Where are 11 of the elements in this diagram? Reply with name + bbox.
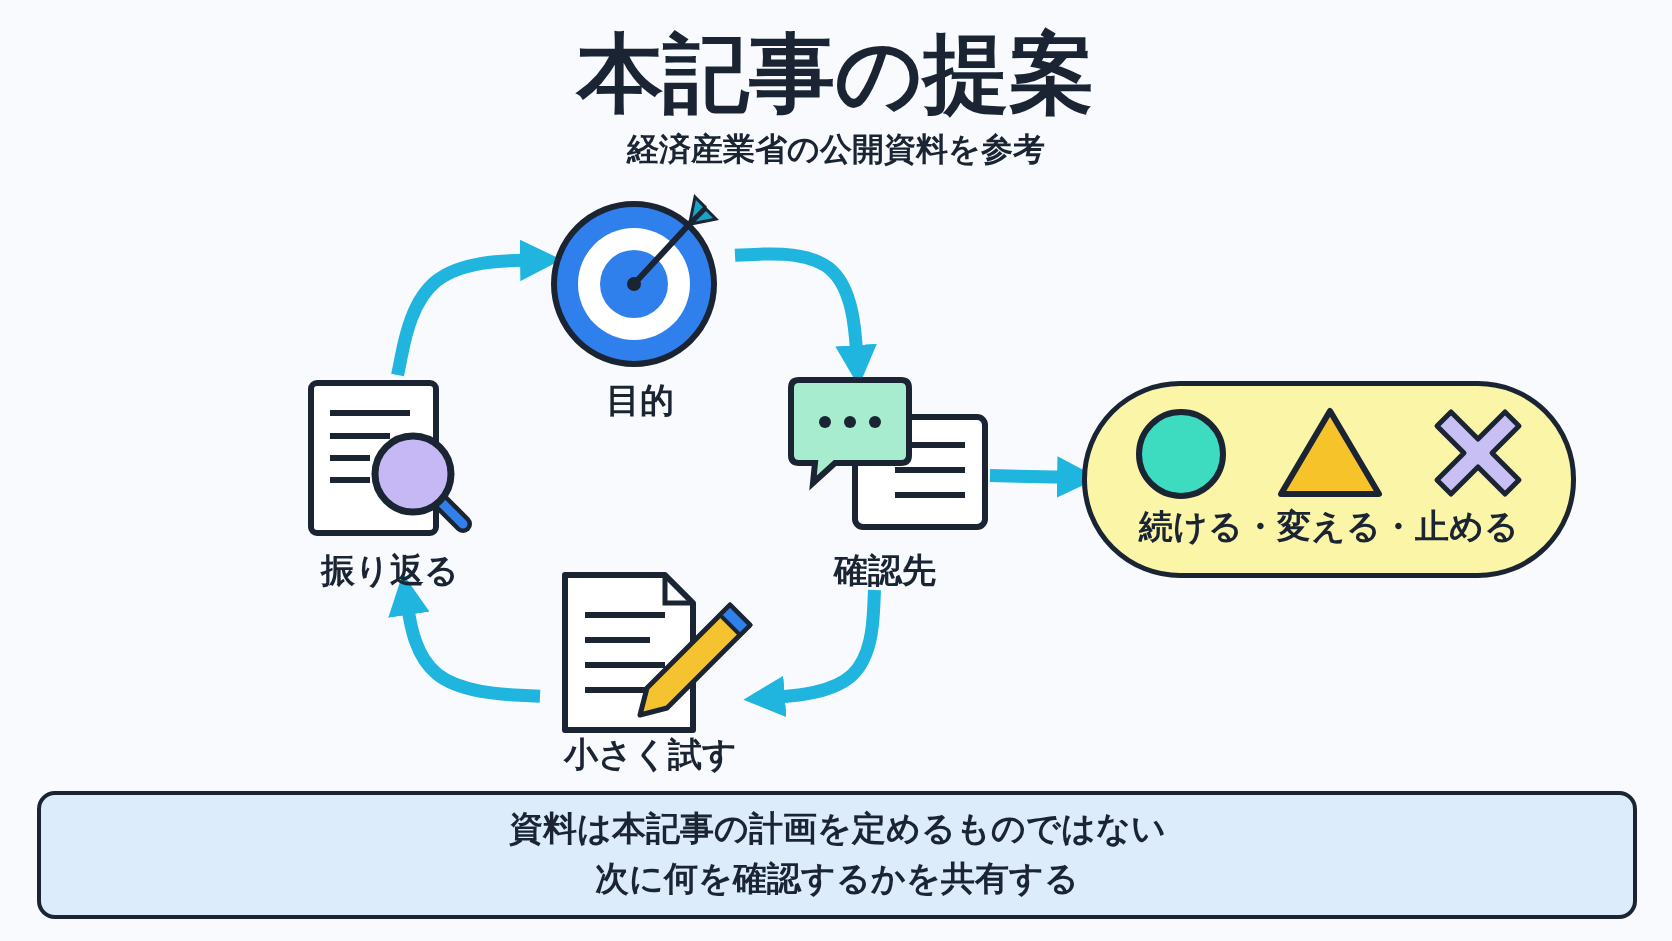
result-label: 続ける・変える・止める bbox=[1137, 505, 1520, 548]
note-text: 資料は本記事の計画を定めるものではない bbox=[507, 807, 1167, 850]
step-label: 小さく試す bbox=[562, 733, 738, 776]
note-text: 次に何を確認するかを共有する bbox=[594, 857, 1080, 900]
note-box bbox=[37, 791, 1637, 919]
title: 本記事の提案 bbox=[574, 22, 1096, 125]
subtitle: 経済産業省の公開資料を参考 bbox=[625, 129, 1046, 170]
step-label: 目的 bbox=[605, 379, 675, 422]
step-label: 確認先 bbox=[832, 549, 937, 592]
step-label: 振り返る bbox=[319, 549, 460, 592]
arrow bbox=[743, 589, 881, 718]
